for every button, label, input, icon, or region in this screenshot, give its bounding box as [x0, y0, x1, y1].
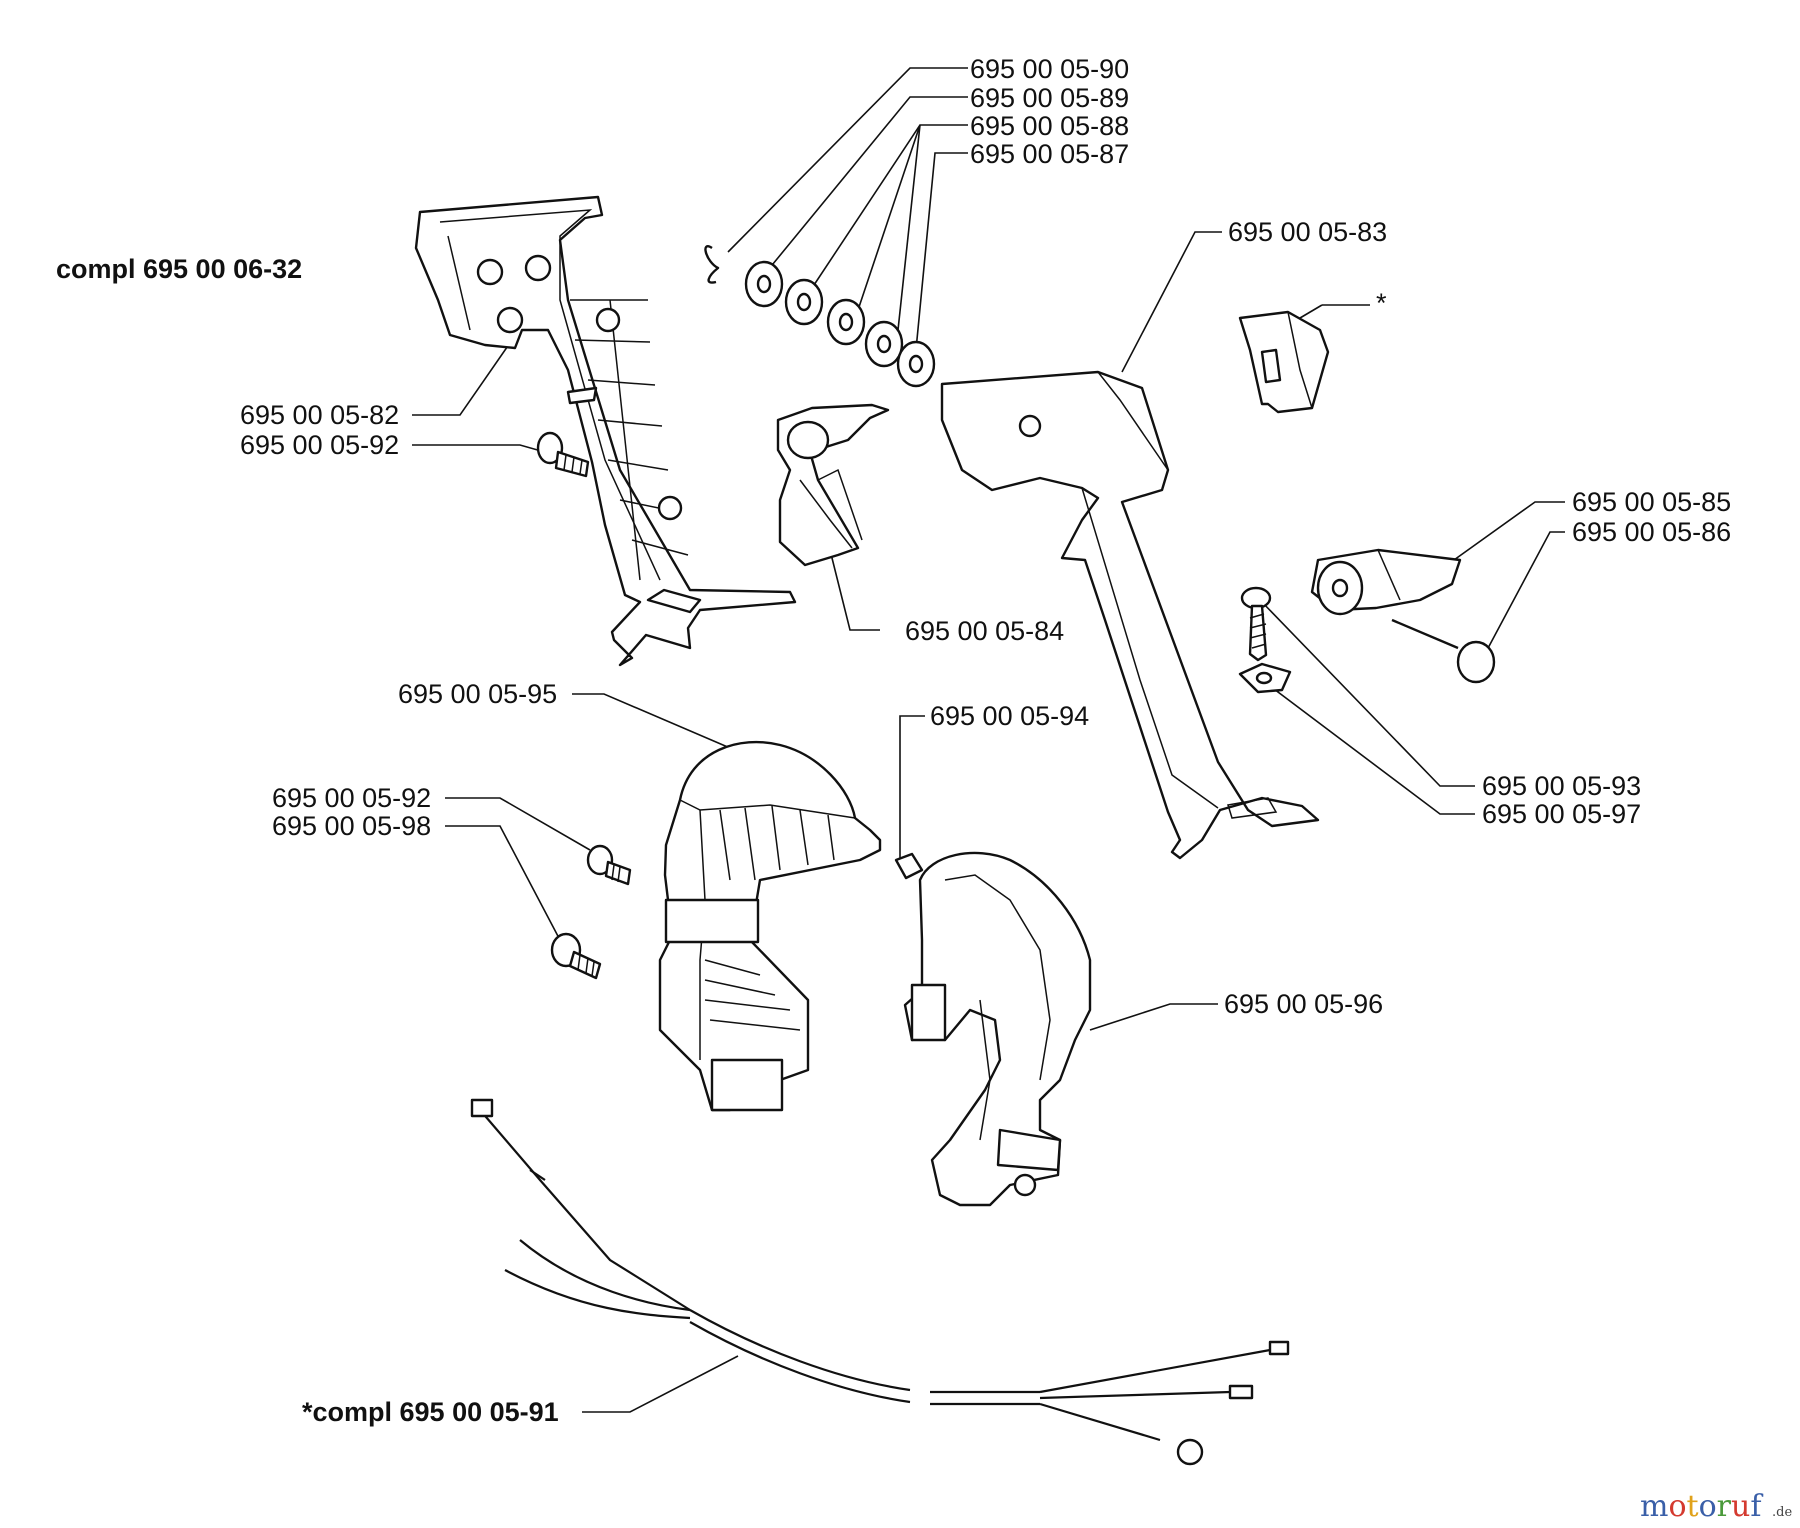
handle-half-left	[414, 195, 797, 667]
label-p92b: 695 00 05-92	[272, 783, 431, 813]
label-p86: 695 00 05-86	[1572, 517, 1731, 547]
square-nut	[894, 852, 924, 880]
screw-and-nut	[1238, 586, 1292, 694]
stop-cable-harness	[470, 1098, 1290, 1466]
label-p85: 695 00 05-85	[1572, 487, 1731, 517]
label-p98: 695 00 05-98	[272, 811, 431, 841]
watermark-logo: motoruf .de	[1640, 1489, 1792, 1524]
leader-lines	[412, 67, 1565, 1413]
label-compl-a: compl 695 00 06-32	[56, 254, 302, 284]
label-star: *	[1376, 288, 1387, 318]
label-p97: 695 00 05-97	[1482, 799, 1641, 829]
label-p92a: 695 00 05-92	[240, 430, 399, 460]
svg-text:.de: .de	[1772, 1505, 1792, 1520]
label-p88: 695 00 05-88	[970, 111, 1129, 141]
screw-lower-pair	[550, 844, 632, 980]
throttle-lock-lever	[1310, 548, 1496, 684]
stop-switch	[1238, 310, 1330, 414]
label-p89: 695 00 05-89	[970, 83, 1129, 113]
screw-upper	[536, 431, 590, 478]
clamp-half-rear	[903, 851, 1092, 1207]
handle-half-right	[940, 370, 1320, 860]
label-p83: 695 00 05-83	[1228, 217, 1387, 247]
label-p90: 695 00 05-90	[970, 54, 1129, 84]
svg-text:motoruf: motoruf	[1640, 1489, 1763, 1524]
callout-labels: 695 00 05-90 695 00 05-89 695 00 05-88 6…	[56, 54, 1731, 1427]
label-p96: 695 00 05-96	[1224, 989, 1383, 1019]
label-p94: 695 00 05-94	[930, 701, 1089, 731]
label-compl-b: *compl 695 00 05-91	[302, 1397, 559, 1427]
label-p95: 695 00 05-95	[398, 679, 557, 709]
label-p82: 695 00 05-82	[240, 400, 399, 430]
clip-and-washers	[704, 245, 936, 388]
throttle-trigger	[776, 403, 890, 567]
label-p93: 695 00 05-93	[1482, 771, 1641, 801]
clamp-half-front	[658, 740, 882, 1112]
label-p84: 695 00 05-84	[905, 616, 1064, 646]
label-p87: 695 00 05-87	[970, 139, 1129, 169]
